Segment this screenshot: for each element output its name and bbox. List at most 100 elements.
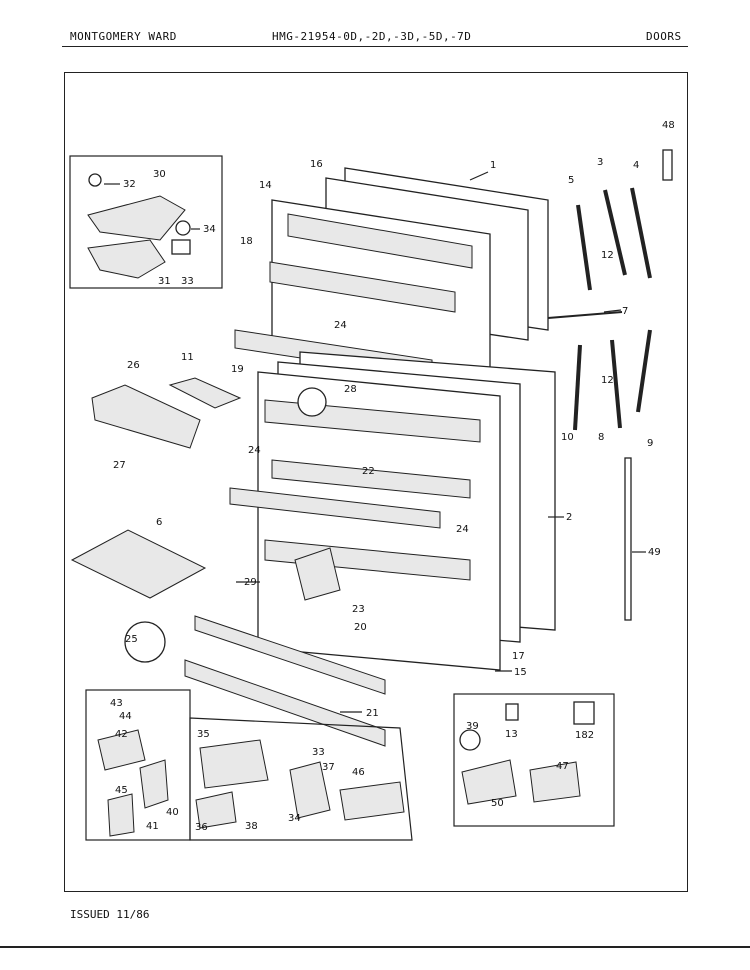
callout-38: 38 bbox=[245, 821, 258, 832]
callout-23: 23 bbox=[352, 604, 365, 615]
lower-door-shelf bbox=[264, 539, 471, 581]
hinge-strap-4 bbox=[630, 187, 652, 279]
freezer-shelf-rail-18 bbox=[269, 261, 456, 313]
callout-9: 9 bbox=[647, 438, 653, 449]
hinge-bracket-40 bbox=[139, 759, 169, 809]
callout-15: 15 bbox=[514, 667, 527, 678]
rail-end-detail-25 bbox=[124, 621, 166, 663]
callout-24a: 24 bbox=[334, 320, 347, 331]
footer-rule bbox=[0, 946, 750, 948]
cover-50 bbox=[461, 759, 517, 805]
callout-32: 32 bbox=[123, 179, 136, 190]
callout-41: 41 bbox=[146, 821, 159, 832]
callout-35: 35 bbox=[197, 729, 210, 740]
callout-33a: 33 bbox=[181, 276, 194, 287]
callout-12b: 12 bbox=[601, 375, 614, 386]
bushing-182 bbox=[573, 701, 595, 725]
callout-182: 182 bbox=[575, 730, 594, 741]
callout-40: 40 bbox=[166, 807, 179, 818]
hinge-plate-30 bbox=[87, 195, 186, 241]
callout-25: 25 bbox=[125, 634, 138, 645]
butter-lid-11 bbox=[168, 377, 242, 409]
hinge-strap-8 bbox=[610, 339, 622, 429]
accessory-inset bbox=[453, 693, 615, 827]
bottle-retainer-29 bbox=[294, 547, 341, 601]
callout-7: 7 bbox=[622, 306, 628, 317]
hinge-cover-46 bbox=[339, 781, 405, 821]
callout-18: 18 bbox=[240, 236, 253, 247]
callout-20: 20 bbox=[354, 622, 367, 633]
screw-32 bbox=[88, 173, 102, 187]
shim-36 bbox=[195, 791, 237, 829]
callout-49: 49 bbox=[648, 547, 661, 558]
section-label: DOORS bbox=[646, 30, 682, 43]
callout-19: 19 bbox=[231, 364, 244, 375]
callout-1: 1 bbox=[490, 160, 496, 171]
callout-6: 6 bbox=[156, 517, 162, 528]
callout-10: 10 bbox=[561, 432, 574, 443]
callout-16: 16 bbox=[310, 159, 323, 170]
egg-tray-6 bbox=[70, 529, 207, 599]
bushing-33 bbox=[171, 239, 191, 255]
diagram-frame bbox=[64, 72, 688, 892]
header-rule bbox=[62, 46, 688, 47]
callout-26: 26 bbox=[127, 360, 140, 371]
callout-5: 5 bbox=[568, 175, 574, 186]
callout-22: 22 bbox=[362, 466, 375, 477]
hinge-bar-7 bbox=[547, 311, 623, 319]
model-label: HMG-21954-0D,-2D,-3D,-5D,-7D bbox=[272, 30, 472, 43]
callout-43: 43 bbox=[110, 698, 123, 709]
callout-42: 42 bbox=[115, 729, 128, 740]
callout-8: 8 bbox=[598, 432, 604, 443]
brand-label: MONTGOMERY WARD bbox=[70, 30, 177, 43]
callout-33b: 33 bbox=[312, 747, 325, 758]
hinge-bracket-45 bbox=[97, 729, 146, 771]
hinge-bracket-41 bbox=[107, 793, 135, 837]
callout-47: 47 bbox=[556, 761, 569, 772]
butter-compartment-26 bbox=[91, 384, 201, 449]
callout-28: 28 bbox=[344, 384, 357, 395]
callout-34b: 34 bbox=[288, 813, 301, 824]
callout-36: 36 bbox=[195, 822, 208, 833]
plug-39 bbox=[459, 729, 481, 751]
callout-12a: 12 bbox=[601, 250, 614, 261]
callout-45: 45 bbox=[115, 785, 128, 796]
callout-4: 4 bbox=[633, 160, 639, 171]
dairy-hinge-detail-28 bbox=[297, 387, 327, 417]
callout-50: 50 bbox=[491, 798, 504, 809]
door-shelf-22 bbox=[271, 459, 471, 499]
hinge-strap-3 bbox=[603, 189, 627, 276]
hinge-kit-inset bbox=[69, 155, 223, 289]
callout-30: 30 bbox=[153, 169, 166, 180]
hinge-plate-35 bbox=[199, 739, 269, 789]
callout-44: 44 bbox=[119, 711, 132, 722]
hinge-bracket-37 bbox=[289, 761, 331, 819]
callout-48: 48 bbox=[662, 120, 675, 131]
washer-34 bbox=[175, 220, 191, 236]
callout-3: 3 bbox=[597, 157, 603, 168]
callout-24c: 24 bbox=[456, 524, 469, 535]
door-shelf-rail-23 bbox=[229, 487, 441, 529]
callout-31: 31 bbox=[158, 276, 171, 287]
callout-39: 39 bbox=[466, 721, 479, 732]
callout-21: 21 bbox=[366, 708, 379, 719]
rod-49 bbox=[624, 457, 632, 621]
hinge-strap-9 bbox=[636, 329, 652, 413]
callout-37: 37 bbox=[322, 762, 335, 773]
freezer-shelf-top bbox=[287, 213, 473, 269]
leader-7 bbox=[603, 309, 622, 313]
pin-48 bbox=[662, 149, 673, 181]
callout-2: 2 bbox=[566, 512, 572, 523]
leader-1 bbox=[469, 171, 489, 181]
hinge-plate-31 bbox=[87, 239, 166, 279]
callout-14: 14 bbox=[259, 180, 272, 191]
callout-11: 11 bbox=[181, 352, 194, 363]
callout-17: 17 bbox=[512, 651, 525, 662]
callout-24b: 24 bbox=[248, 445, 261, 456]
callout-27: 27 bbox=[113, 460, 126, 471]
callout-46: 46 bbox=[352, 767, 365, 778]
hinge-assembly-inset bbox=[189, 717, 413, 841]
shelf-rail-20 bbox=[194, 615, 386, 695]
hinge-strap-10 bbox=[573, 344, 582, 431]
